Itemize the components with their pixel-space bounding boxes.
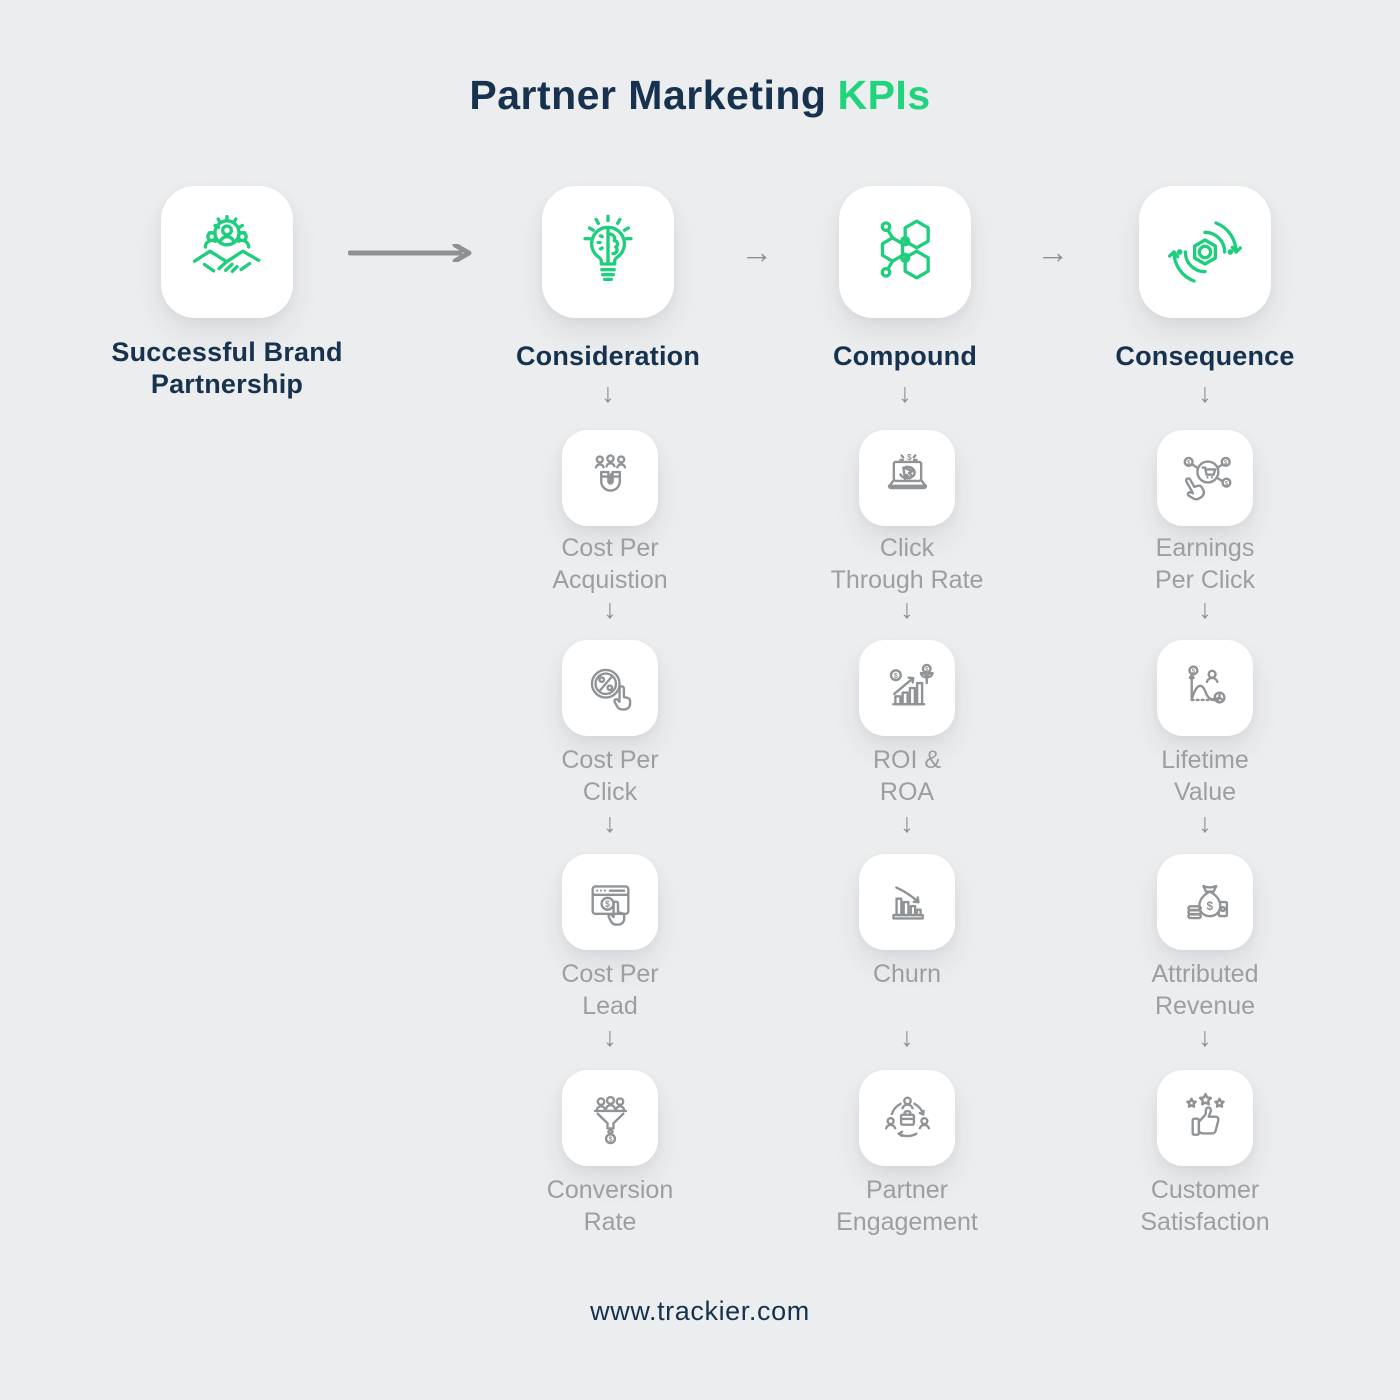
down-arrow-icon: ↓ bbox=[603, 808, 617, 838]
kpi-card-conversion-rate: $ bbox=[562, 1070, 658, 1166]
down-arrow-icon: ↓ bbox=[1198, 1022, 1212, 1052]
kpi-card-roi-roa: $$ bbox=[859, 640, 955, 736]
kpi-label-conversion-rate: Conversion Rate bbox=[546, 1176, 674, 1236]
thumbs-up-stars-icon bbox=[1177, 1090, 1234, 1147]
lifetime-curve-clock-icon: $ bbox=[1177, 660, 1234, 717]
title-accent: KPIs bbox=[837, 72, 931, 118]
svg-text:$: $ bbox=[1186, 460, 1190, 466]
svg-text:$: $ bbox=[893, 672, 897, 680]
down-arrow-icon: ↓ bbox=[900, 1022, 914, 1052]
laptop-ctr-icon: $ bbox=[879, 450, 936, 507]
kpi-card-churn bbox=[859, 854, 955, 950]
flow-arrow-long-icon bbox=[348, 244, 472, 262]
cycle-gear-icon bbox=[1165, 212, 1245, 292]
flow-arrow-right-icon: → bbox=[740, 233, 774, 270]
funnel-people-icon: $ bbox=[582, 1090, 639, 1147]
kpi-card-cost-per-acquisition bbox=[562, 430, 658, 526]
molecule-icon bbox=[865, 212, 945, 292]
handshake-partnership-icon bbox=[187, 212, 267, 292]
kpi-card-cost-per-click bbox=[562, 640, 658, 736]
idea-bulb-icon bbox=[568, 212, 648, 292]
kpi-label-click-through-rate: Click Through Rate bbox=[830, 534, 984, 594]
churn-decline-icon bbox=[879, 874, 936, 931]
svg-text:$: $ bbox=[1206, 899, 1213, 913]
kpi-label-customer-satisfaction: Customer Satisfaction bbox=[1140, 1176, 1270, 1236]
money-bag-coins-icon: $ bbox=[1177, 874, 1234, 931]
website-url: www.trackier.com bbox=[590, 1296, 810, 1326]
kpi-card-earnings-per-click: $ $ $ bbox=[1157, 430, 1253, 526]
stage-card-consideration bbox=[542, 186, 674, 318]
down-arrow-icon: ↓ bbox=[898, 378, 912, 408]
browser-dollar-click-icon: $ bbox=[582, 874, 639, 931]
down-arrow-icon: ↓ bbox=[900, 594, 914, 624]
kpi-card-attributed-revenue: $ bbox=[1157, 854, 1253, 950]
stage-card-compound bbox=[839, 186, 971, 318]
kpi-label-attributed-revenue: Attributed Revenue bbox=[1151, 960, 1259, 1020]
down-arrow-icon: ↓ bbox=[603, 594, 617, 624]
svg-text:$: $ bbox=[605, 898, 610, 908]
flow-arrow-right-icon: → bbox=[1036, 233, 1070, 270]
stage-label-consequence: Consequence bbox=[1115, 341, 1295, 371]
kpi-card-click-through-rate: $ bbox=[859, 430, 955, 526]
kpi-label-lifetime-value: Lifetime Value bbox=[1161, 746, 1249, 806]
down-arrow-icon: ↓ bbox=[1198, 808, 1212, 838]
kpi-label-earnings-per-click: Earnings Per Click bbox=[1154, 534, 1255, 594]
svg-text:$: $ bbox=[1191, 669, 1195, 675]
title-main: Partner Marketing bbox=[469, 72, 827, 118]
stage-card-consequence bbox=[1139, 186, 1271, 318]
kpi-label-cost-per-click: Cost Per Click bbox=[561, 746, 659, 806]
down-arrow-icon: ↓ bbox=[601, 378, 615, 408]
kpi-label-cost-per-lead: Cost Per Lead bbox=[561, 960, 659, 1020]
down-arrow-icon: ↓ bbox=[900, 808, 914, 838]
stage-label-consideration: Consideration bbox=[515, 341, 701, 371]
stage-card-partnership bbox=[161, 186, 293, 318]
kpi-label-cost-per-acquisition: Cost Per Acquistion bbox=[552, 534, 668, 594]
kpi-label-roi-roa: ROI & ROA bbox=[872, 746, 942, 806]
roi-growth-icon: $$ bbox=[879, 660, 936, 717]
people-cycle-briefcase-icon bbox=[879, 1090, 936, 1147]
svg-text:$: $ bbox=[1224, 460, 1228, 466]
stage-label-compound: Compound bbox=[832, 341, 978, 371]
kpi-card-partner-engagement bbox=[859, 1070, 955, 1166]
down-arrow-icon: ↓ bbox=[1198, 594, 1212, 624]
down-arrow-icon: ↓ bbox=[603, 1022, 617, 1052]
kpi-card-lifetime-value: $ bbox=[1157, 640, 1253, 736]
svg-text:$: $ bbox=[906, 452, 911, 462]
cart-click-coins-icon: $ $ $ bbox=[1177, 450, 1234, 507]
svg-text:$: $ bbox=[1224, 481, 1228, 487]
kpi-label-partner-engagement: Partner Engagement bbox=[836, 1176, 978, 1236]
kpi-card-customer-satisfaction bbox=[1157, 1070, 1253, 1166]
down-arrow-icon: ↓ bbox=[1198, 378, 1212, 408]
stage-label-partnership: Successful Brand Partnership bbox=[111, 337, 343, 400]
svg-text:$: $ bbox=[925, 667, 929, 673]
kpi-card-cost-per-lead: $ bbox=[562, 854, 658, 950]
kpi-label-churn: Churn bbox=[872, 960, 942, 988]
percent-click-icon bbox=[582, 660, 639, 717]
magnet-leads-icon bbox=[582, 450, 639, 507]
svg-text:$: $ bbox=[608, 1136, 612, 1143]
